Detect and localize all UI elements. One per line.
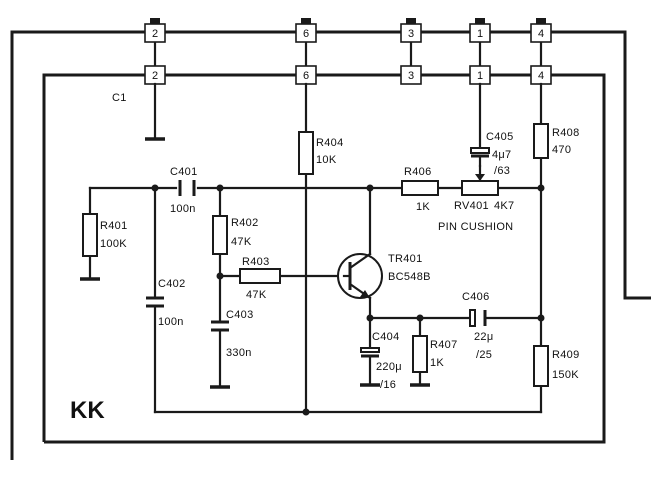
connector-inner-1: 1 (469, 65, 491, 85)
r406-ref: R406 (404, 166, 432, 178)
potentiometer-rv401: RV401 4K7 PIN CUSHION (438, 174, 514, 233)
r408-value: 470 (552, 144, 571, 156)
pin2-ground (145, 82, 165, 141)
tr401-value: BC548B (388, 271, 431, 283)
connector-outer-4-label: 4 (538, 28, 544, 40)
connector-inner-6-label: 6 (303, 70, 309, 82)
connector-inner-1-label: 1 (477, 70, 483, 82)
rv401-value: 4K7 (494, 200, 514, 212)
c404-value1: 220μ (376, 361, 402, 373)
r401-ref: R401 (100, 220, 128, 232)
connector-outer-3-label: 3 (408, 28, 414, 40)
connector-inner-2-label: 2 (152, 70, 158, 82)
board-label: KK (70, 397, 105, 424)
circuit-wiring (88, 82, 543, 414)
r401-value: 100K (100, 238, 127, 250)
c401-value: 100n (170, 203, 196, 215)
connector-outer-1-label: 1 (477, 28, 483, 40)
board-border (42, 73, 606, 444)
c406-value1: 22μ (474, 331, 493, 343)
connector-outer-6-label: 6 (303, 28, 309, 40)
c402-ref: C402 (158, 278, 186, 290)
r402-ref: R402 (231, 217, 259, 229)
connector-row-inner: 2 6 3 1 4 (144, 65, 552, 85)
rv401-name: PIN CUSHION (438, 221, 513, 233)
capacitor-c405: C405 4μ7 /63 (470, 131, 514, 177)
connector-c1-label: C1 (112, 92, 127, 104)
connector-row-outer: 2 6 3 1 4 (144, 18, 552, 43)
r407-ref: R407 (430, 339, 458, 351)
connector-outer-2: 2 (144, 18, 166, 43)
r403-ref: R403 (242, 256, 270, 268)
resistor-r406: R406 1K (401, 166, 439, 213)
connector-inner-3: 3 (400, 65, 422, 85)
connector-outer-1: 1 (469, 18, 491, 43)
c406-value2: /25 (476, 349, 492, 361)
resistor-r407: R407 1K (412, 335, 458, 373)
c406-ref: C406 (462, 291, 490, 303)
connector-outer-3: 3 (400, 18, 422, 43)
r402-value: 47K (231, 236, 252, 248)
c405-value1: 4μ7 (492, 149, 511, 161)
outer-board-wiring (10, 30, 651, 460)
connector-inner-4-label: 4 (538, 70, 544, 82)
r404-ref: R404 (316, 137, 344, 149)
connector-outer-6: 6 (295, 18, 317, 43)
c402-value: 100n (158, 316, 184, 328)
ground-symbols (80, 277, 430, 389)
capacitor-c401: C401 100n (170, 166, 198, 215)
connector-inner-3-label: 3 (408, 70, 414, 82)
tr401-ref: TR401 (388, 253, 423, 265)
resistor-r404: R404 10K (298, 131, 344, 175)
r409-ref: R409 (552, 349, 580, 361)
c404-value2: /16 (380, 379, 396, 391)
r409-value: 150K (552, 369, 579, 381)
rv401-ref: RV401 (454, 200, 489, 212)
resistor-r401: R401 100K (82, 213, 128, 257)
r408-ref: R408 (552, 127, 580, 139)
resistor-r409: R409 150K (533, 345, 580, 387)
connector-outer-2-label: 2 (152, 28, 158, 40)
capacitor-c406: C406 22μ /25 (462, 291, 493, 361)
c405-value2: /63 (494, 165, 510, 177)
c401-ref: C401 (170, 166, 198, 178)
c404-ref: C404 (372, 331, 400, 343)
connector-outer-4: 4 (530, 18, 552, 43)
resistor-r402: R402 47K (212, 215, 259, 255)
connector-inner-2: 2 (144, 65, 166, 85)
c405-ref: C405 (486, 131, 514, 143)
resistor-r408: R408 470 (533, 123, 580, 159)
c403-ref: C403 (226, 309, 254, 321)
r404-value: 10K (316, 154, 337, 166)
connector-inner-4: 4 (530, 65, 552, 85)
c403-value: 330n (226, 347, 252, 359)
resistor-r403: R403 47K (239, 256, 281, 301)
transistor-tr401: TR401 BC548B (337, 252, 431, 300)
capacitor-c404: C404 220μ /16 (360, 331, 402, 391)
capacitor-c402: C402 100n (146, 278, 186, 328)
r407-value: 1K (430, 357, 444, 369)
connector-inner-6: 6 (295, 65, 317, 85)
junctions (151, 184, 545, 416)
r406-value: 1K (416, 201, 430, 213)
capacitor-c403: C403 330n (211, 309, 254, 359)
r403-value: 47K (246, 289, 267, 301)
